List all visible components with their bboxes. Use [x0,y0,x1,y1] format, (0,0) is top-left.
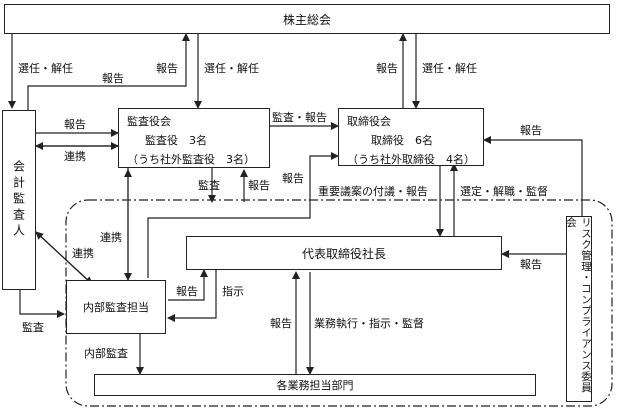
label-report-internal-to-president: 報告 [176,285,198,298]
label-report-risk-to-board: 報告 [520,124,542,137]
shareholders-meeting-box: 株主総会 [4,4,610,34]
label-report-top-left: 報告 [102,72,124,85]
risk-compliance-committee-box: リスク管理・コンプライアンス委員会 [565,216,592,402]
label-report-right: 報告 [376,62,398,75]
label-internal-audit: 内部監査 [84,347,128,360]
label-execution-instruction: 業務執行・指示・監督 [314,317,424,330]
accounting-auditor-box: 会計監査人 [2,110,36,290]
board-of-auditors-count: 監査役 3名 [145,134,207,147]
board-of-directors-title: 取締役会 [347,115,391,128]
business-departments-label: 各業務担当部門 [276,379,354,392]
label-elect-dismiss-right: 選任・解任 [422,62,477,75]
internal-audit-label: 内部監査担当 [83,301,149,314]
label-elect-dismiss-mid: 選任・解任 [204,62,259,75]
label-report-mid: 報告 [156,62,178,75]
business-departments-box: 各業務担当部門 [94,374,536,396]
label-audit-report: 監査・報告 [272,111,327,124]
board-of-directors-count: 取締役 6名 [371,134,433,147]
board-of-auditors-outside-count: （うち社外監査役 3名） [127,153,255,166]
president-label: 代表取締役社長 [301,246,386,261]
president-box: 代表取締役社長 [186,236,502,270]
label-cooperation-acct: 連携 [64,150,86,163]
risk-compliance-committee-label: リスク管理・コンプライアンス委員会 [565,217,592,393]
label-report-acct-to-auditors: 報告 [64,118,86,131]
label-audit-down: 監査 [198,179,220,192]
label-report-dept: 報告 [270,317,292,330]
accounting-auditor-label: 会計監査人 [11,160,26,240]
board-of-auditors-box: 監査役会 監査役 3名 （うち社外監査役 3名） [118,108,270,168]
label-appoint-supervise: 選定・解職・監督 [460,185,548,198]
label-report-risk-to-president: 報告 [520,258,542,271]
label-report-up: 報告 [248,179,270,192]
board-of-directors-outside-count: （うち社外取締役 4名） [347,153,475,166]
label-report-internal-to-board: 報告 [282,172,304,185]
label-cooperation-internal: 連携 [100,231,122,244]
label-elect-dismiss-left: 選任・解任 [18,62,73,75]
label-important-matters: 重要議案の付議・報告 [318,185,428,198]
board-of-directors-box: 取締役会 取締役 6名 （うち社外取締役 4名） [338,108,484,166]
internal-audit-box: 内部監査担当 [66,280,166,334]
label-audit-acct: 監査 [22,321,44,334]
label-cooperation-left: 連携 [72,247,94,260]
shareholders-meeting-label: 株主総会 [282,12,331,27]
board-of-auditors-title: 監査役会 [127,115,171,128]
label-instruction: 指示 [222,285,244,298]
